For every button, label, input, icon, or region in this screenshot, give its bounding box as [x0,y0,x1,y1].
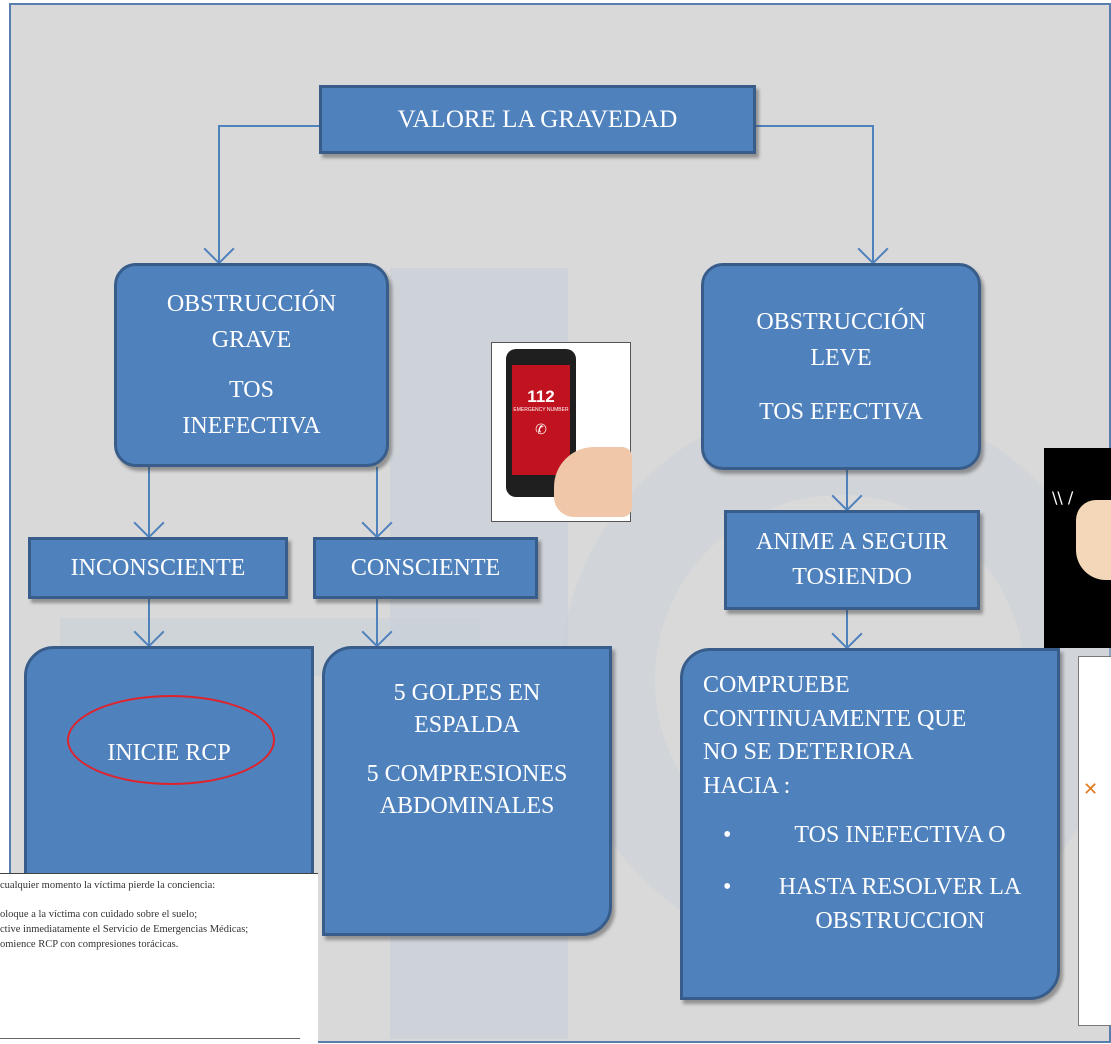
excerpt-line-2: oloque a la víctima con cuidado sobre el… [0,909,198,920]
monitor-line-3: NO SE DETERIORA [703,739,914,766]
emergency-phone-image: 112 EMERGENCY NUMBER ✆ [491,342,632,522]
start-cpr-label: INICIE RCP [107,740,231,766]
call-icon: ✆ [535,421,547,437]
mild-line-3: TOS EFECTIVA [759,398,923,425]
connector [376,467,378,537]
phone-screen: 112 EMERGENCY NUMBER ✆ [512,365,570,475]
severe-line-2: GRAVE [211,327,292,353]
emergency-number: 112 [527,387,555,406]
connector [846,470,848,510]
compression-image: ✕ [1078,656,1111,1026]
back-blows-box: 5 GOLPES EN ESPALDA 5 COMPRESIONES ABDOM… [322,646,612,936]
back-blows-line-1: 5 GOLPES EN [393,680,541,706]
hand-icon [554,447,632,517]
mild-line-1: OBSTRUCCIÓN [756,308,926,335]
severe-line-3: TOS [229,377,274,403]
cross-icon: ✕ [1083,779,1099,799]
encourage-cough-box: ANIME A SEGUIR TOSIENDO [724,510,980,610]
assess-severity-label: VALORE LA GRAVEDAD [397,105,678,133]
unconscious-box: INCONSCIENTE [28,537,288,599]
emergency-number-label: EMERGENCY NUMBER [513,407,569,413]
connector [376,599,378,646]
connector [846,610,848,648]
connector [756,125,874,127]
monitor-line-1: COMPRUEBE [703,672,850,698]
excerpt-line-1: cualquier momento la víctima pierde la c… [0,880,216,891]
monitor-bullet-list: TOS INEFECTIVA O HASTA RESOLVER LA OBSTR… [703,819,1037,956]
mild-line-2: LEVE [810,344,872,371]
list-item: TOS INEFECTIVA O [703,819,1037,853]
monitor-box: COMPRUEBE CONTINUAMENTE QUE NO SE DETERI… [680,648,1060,1000]
highlight-ellipse [67,695,275,785]
impact-lines-icon: \\ ∕ [1052,488,1074,507]
list-item: HASTA RESOLVER LA OBSTRUCCION [703,871,1037,938]
back-blows-line-2: ESPALDA [414,712,520,739]
excerpt-line-3: ctive inmediatamente el Servicio de Emer… [0,924,249,935]
severe-line-4: INEFECTIVA [182,413,321,439]
connector [218,125,319,127]
back-blows-line-4: ABDOMINALES [379,793,555,820]
document-excerpt: cualquier momento la víctima pierde la c… [0,873,318,1044]
encourage-line-2: TOSIENDO [792,564,912,590]
unconscious-label: INCONSCIENTE [70,555,246,581]
severe-obstruction-box: OBSTRUCCIÓN GRAVE TOS INEFECTIVA [114,263,389,467]
assess-severity-box: VALORE LA GRAVEDAD [319,85,756,154]
monitor-line-2: CONTINUAMENTE QUE [703,705,967,732]
connector [872,125,874,263]
conscious-label: CONSCIENTE [350,555,501,581]
back-blows-line-3: 5 COMPRESIONES [366,760,568,787]
connector [148,467,150,537]
hand-icon [1076,500,1111,580]
connector [148,599,150,646]
encourage-line-1: ANIME A SEGUIR [755,529,948,556]
back-blow-image: \\ ∕ [1044,448,1111,648]
conscious-box: CONSCIENTE [313,537,538,599]
connector [218,125,220,263]
mild-obstruction-box: OBSTRUCCIÓN LEVE TOS EFECTIVA [701,263,981,470]
excerpt-line-4: omience RCP con compresiones torácicas. [0,939,179,950]
severe-line-1: OBSTRUCCIÓN [166,291,337,317]
monitor-line-4: HACIA : [703,772,791,799]
